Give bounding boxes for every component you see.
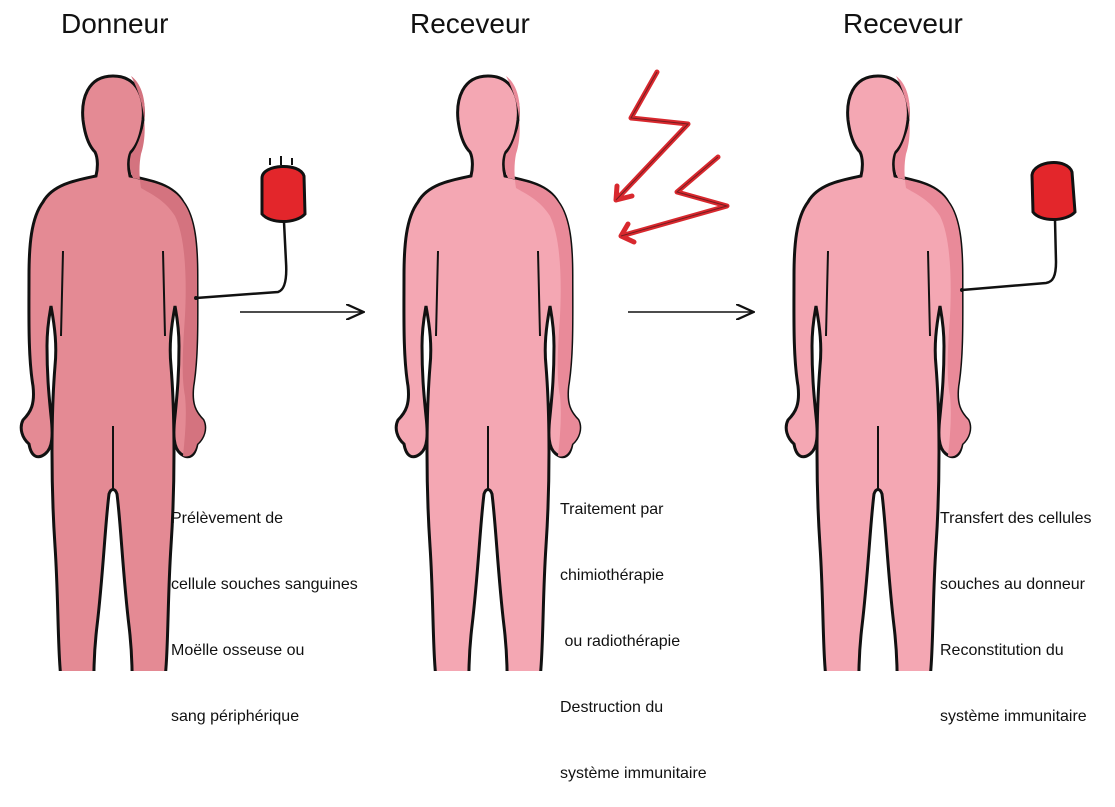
blood-bag-icon — [194, 156, 305, 300]
caption-line: système immunitaire — [560, 763, 707, 785]
caption-line: chimiothérapie — [560, 565, 707, 587]
caption-line: sang périphérique — [171, 706, 358, 728]
caption-line: souches au donneur — [940, 574, 1091, 596]
caption-line: système immunitaire — [940, 706, 1091, 728]
radiation-bolt-icon — [616, 72, 727, 242]
panel-title-donor: Donneur — [61, 8, 168, 40]
caption-treatment: Traitement par chimiothérapie ou radioth… — [560, 455, 707, 807]
panel-title-recipient-treatment: Receveur — [410, 8, 530, 40]
caption-transfer: Transfert des cellules souches au donneu… — [940, 464, 1091, 750]
caption-line: ou radiothérapie — [560, 631, 707, 653]
caption-line: Moëlle osseuse ou — [171, 640, 358, 662]
caption-line: Prélèvement de — [171, 508, 358, 530]
caption-line: cellule souches sanguines — [171, 574, 358, 596]
recipient-figure-treatment — [396, 76, 580, 671]
panel-title-recipient-transfer: Receveur — [843, 8, 963, 40]
caption-line: Destruction du — [560, 697, 707, 719]
blood-bag-icon — [960, 163, 1075, 292]
caption-donor: Prélèvement de cellule souches sanguines… — [171, 464, 358, 750]
caption-line: Transfert des cellules — [940, 508, 1091, 530]
caption-line: Reconstitution du — [940, 640, 1091, 662]
caption-line: Traitement par — [560, 499, 707, 521]
